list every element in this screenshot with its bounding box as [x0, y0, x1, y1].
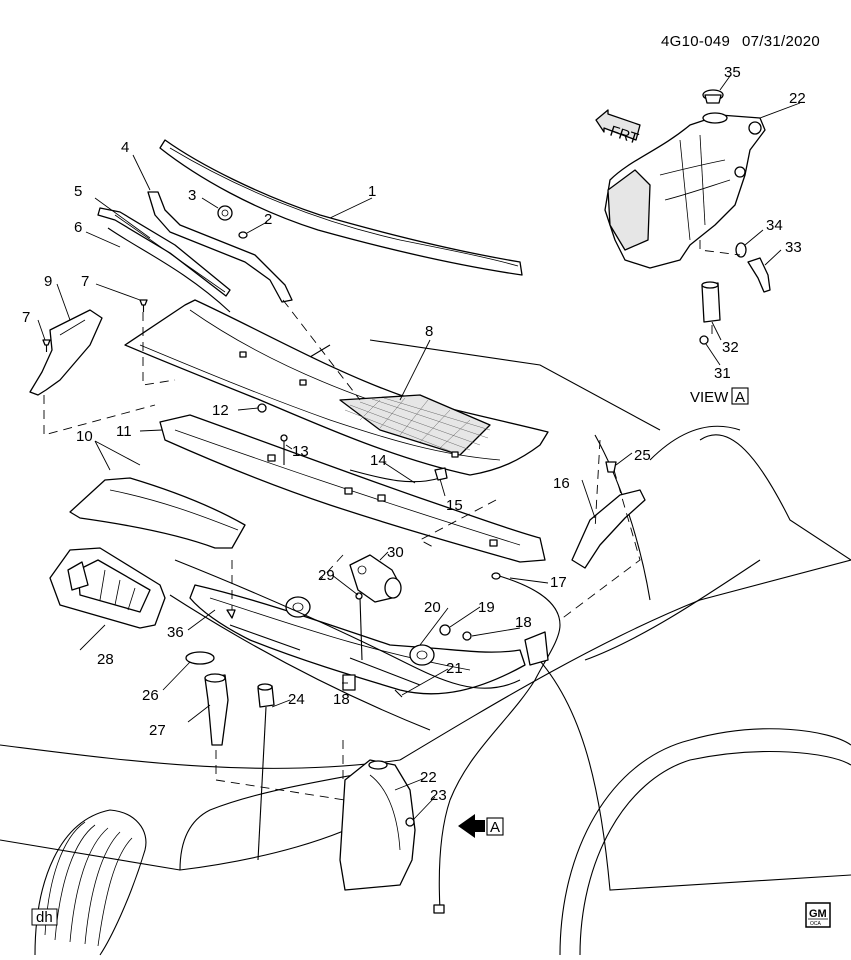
callout-13: 13 — [292, 443, 309, 460]
callout-4: 4 — [121, 139, 129, 156]
callout-36: 36 — [167, 624, 184, 641]
callout-31: 31 — [714, 365, 731, 382]
callout-2: 2 — [264, 211, 272, 228]
view-label-letter: A — [735, 389, 745, 406]
callout-32: 32 — [722, 339, 739, 356]
diagram-date: 07/31/2020 — [742, 33, 820, 50]
callout-30: 30 — [387, 544, 404, 561]
part-21-bolt — [394, 689, 403, 698]
view-a-arrow: A — [458, 814, 504, 838]
part-13-bolt — [280, 434, 288, 465]
part-26-clamp — [185, 651, 215, 665]
view-a-arrow-label: A — [490, 819, 500, 836]
part-25-clip — [605, 461, 617, 473]
callout-27: 27 — [149, 722, 166, 739]
part-33-level-sensor — [747, 257, 771, 293]
part-28-air-filter-housing — [49, 547, 166, 629]
footer-tag-box — [31, 908, 58, 926]
linkage-bracket — [524, 631, 549, 666]
part-22-washer-reservoir-detail — [604, 112, 766, 269]
gm-logo-subtext: OCA — [810, 921, 822, 927]
part-5-wiper-blade — [97, 207, 231, 297]
part-8-cowl-vent-panel — [124, 299, 549, 476]
callout-7b: 7 — [22, 309, 30, 326]
part-17-washer-hose — [433, 572, 561, 914]
part-27-filler-neck — [204, 673, 229, 746]
part-15-hose-connector — [434, 467, 448, 481]
part-34-grommet — [735, 242, 747, 258]
cowl-body-edge-lower — [169, 594, 431, 731]
callout-12: 12 — [212, 402, 229, 419]
callout-1: 1 — [368, 183, 376, 200]
callout-5: 5 — [74, 183, 82, 200]
part-4-wiper-arm — [147, 191, 293, 303]
footer-tag: dh — [36, 909, 53, 926]
part-18-nut — [462, 631, 472, 641]
part-22-washer-reservoir — [339, 759, 416, 891]
callout-18a: 18 — [515, 614, 532, 631]
callout-22b: 22 — [420, 769, 437, 786]
part-2-washer-nozzle — [238, 231, 248, 239]
callout-21: 21 — [446, 660, 463, 677]
callout-28: 28 — [97, 651, 114, 668]
part-23-nut — [405, 817, 415, 827]
part-36-clip — [226, 609, 236, 619]
callout-10: 10 — [76, 428, 93, 445]
part-10-seal — [69, 477, 246, 549]
gm-logo: GM OCA — [805, 902, 831, 928]
part-3-nut — [217, 205, 233, 221]
callout-20: 20 — [424, 599, 441, 616]
callout-26: 26 — [142, 687, 159, 704]
callout-18b: 18 — [333, 691, 350, 708]
callout-24: 24 — [288, 691, 305, 708]
part-1-windshield-molding — [159, 139, 523, 276]
part-7-pushpin — [42, 339, 51, 352]
part-32-washer-pump — [701, 281, 721, 323]
callout-16: 16 — [553, 475, 570, 492]
callout-17: 17 — [550, 574, 567, 591]
callout-3: 3 — [188, 187, 196, 204]
callout-35: 35 — [724, 64, 741, 81]
part-24-washer-cap — [257, 683, 275, 861]
callout-11: 11 — [116, 423, 132, 440]
diagram-code: 4G10-049 — [661, 33, 730, 50]
part-7-pushpin — [139, 299, 148, 312]
part-14-washer-hose — [349, 469, 441, 483]
callout-7a: 7 — [81, 273, 89, 290]
gm-logo-text: GM — [809, 908, 827, 920]
callout-6: 6 — [74, 219, 82, 236]
callout-8: 8 — [425, 323, 433, 340]
part-35-fill-cap — [702, 89, 724, 104]
cowl-body-edge — [174, 559, 521, 689]
part-30-wiper-motor — [349, 554, 402, 603]
callout-14: 14 — [370, 452, 387, 469]
callout-22a: 22 — [789, 90, 806, 107]
callout-labels: 1 2 3 4 5 6 7 7 8 9 10 11 12 13 14 15 16… — [22, 64, 806, 804]
callout-33: 33 — [785, 239, 802, 256]
callout-15: 15 — [446, 497, 463, 514]
part-12-clip — [257, 403, 267, 413]
assembly-dashed-lines — [43, 240, 741, 801]
callout-9: 9 — [44, 273, 52, 290]
callout-25: 25 — [634, 447, 651, 464]
view-label-prefix: VIEW — [690, 389, 729, 406]
part-19-grommet — [439, 624, 451, 636]
callout-leaders — [37, 75, 801, 821]
front-grille — [34, 809, 147, 956]
callout-23: 23 — [430, 787, 447, 804]
callout-29: 29 — [318, 567, 335, 584]
view-label-box — [731, 387, 749, 405]
part-9-side-seal — [29, 309, 103, 396]
part-6-wiper-insert — [107, 227, 231, 313]
part-18-nut — [342, 674, 356, 691]
callout-19: 19 — [478, 599, 495, 616]
front-direction-arrow: FRT — [595, 109, 641, 148]
callout-34: 34 — [766, 217, 783, 234]
part-31-pump-grommet — [699, 335, 709, 345]
part-16-cowl-side-panel — [571, 489, 646, 569]
